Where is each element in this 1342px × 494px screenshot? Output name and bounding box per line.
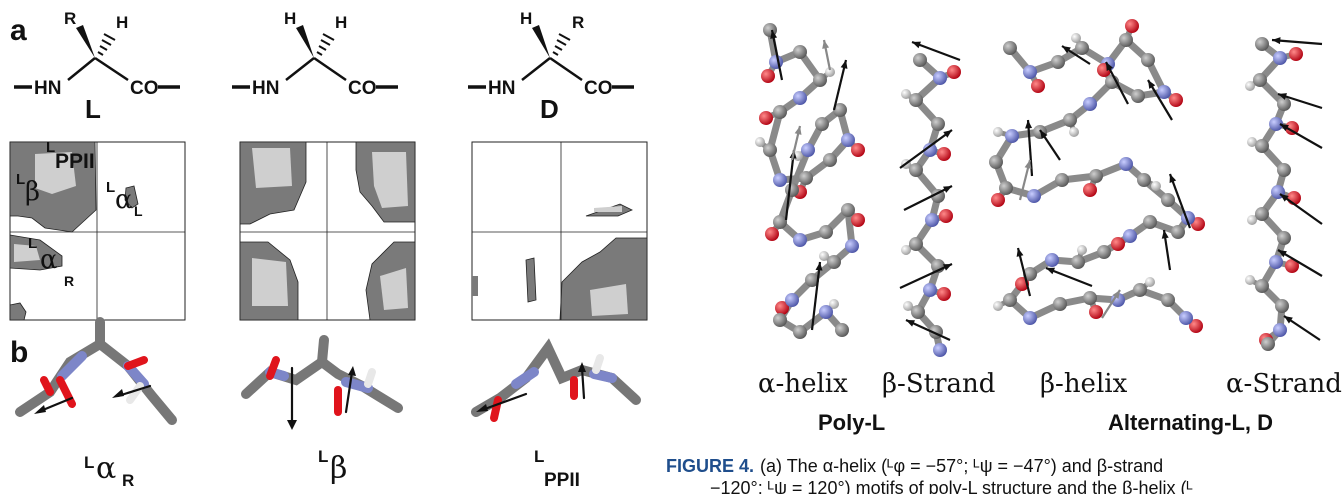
- conformer-beta: [241, 335, 403, 430]
- svg-text:L: L: [46, 139, 55, 156]
- conformer-ppii: [471, 338, 641, 422]
- svg-text:H: H: [335, 13, 347, 32]
- svg-text:H: H: [116, 13, 128, 32]
- svg-text:R: R: [122, 471, 134, 490]
- svg-text:R: R: [572, 13, 584, 32]
- co-label: CO: [130, 78, 159, 99]
- ppii-label: PPII: [55, 150, 95, 173]
- svg-text:CO: CO: [584, 78, 613, 99]
- svg-text:R: R: [64, 9, 76, 28]
- svg-text:L: L: [16, 171, 25, 188]
- ramachandran-map-l: L PPII L β L α L L α R: [9, 139, 186, 321]
- model-labels: α-helix β-Strand β-helix α-Strand Poly-L…: [758, 369, 1342, 435]
- caption-text-line2: −120°; ᴸψ = 120°) motifs of poly-L struc…: [710, 478, 1193, 494]
- structure-d: HN CO H R D: [468, 9, 634, 124]
- panel-b-label: b: [10, 336, 28, 369]
- svg-text:L: L: [28, 235, 37, 252]
- beta-label: β: [25, 177, 40, 207]
- group-poly-l: Poly-L: [818, 410, 885, 435]
- svg-text:L: L: [534, 447, 544, 466]
- svg-text:H: H: [520, 9, 532, 28]
- structure-glycine: HN CO H H: [232, 9, 398, 99]
- svg-text:HN: HN: [252, 78, 279, 99]
- svg-text:D: D: [540, 94, 559, 124]
- column-beta-helix: β-helix: [1040, 369, 1128, 399]
- group-alternating-ld: Alternating-L, D: [1108, 410, 1273, 435]
- svg-text:L: L: [134, 203, 143, 219]
- conformer-alpha-r-label: α: [96, 451, 116, 486]
- caption-text: (a) The α-helix (ᴸφ = −57°; ᴸψ = −47°) a…: [760, 456, 1164, 476]
- structure-l: HN CO R H L: [14, 9, 180, 124]
- ramachandran-map-gly: [239, 141, 416, 321]
- alpha-l-label: α: [115, 185, 133, 215]
- conformer-labels: L α R L β L PPII: [84, 447, 580, 491]
- svg-text:HN: HN: [488, 78, 515, 99]
- nh-label: HN: [34, 78, 61, 99]
- config-label: L: [85, 94, 101, 124]
- molecular-models: [755, 19, 1323, 357]
- column-beta-strand: β-Strand: [882, 369, 995, 399]
- panel-a-label: a: [10, 14, 27, 47]
- ramachandran-map-d: [471, 141, 648, 321]
- caption-label: FIGURE 4.: [666, 456, 755, 476]
- alpha-r-label: α: [40, 245, 58, 275]
- svg-text:L: L: [318, 447, 328, 466]
- figure-caption: FIGURE 4.(a) The α-helix (ᴸφ = −57°; ᴸψ …: [666, 455, 1342, 494]
- conformer-alpha-r: [15, 317, 177, 425]
- svg-text:L: L: [106, 179, 115, 196]
- column-alpha-helix: α-helix: [758, 369, 848, 399]
- conformer-ppii-label: PPII: [544, 470, 580, 491]
- svg-text:L: L: [84, 453, 94, 472]
- svg-text:CO: CO: [348, 78, 377, 99]
- column-alpha-strand: α-Strand: [1226, 369, 1342, 399]
- svg-text:H: H: [284, 9, 296, 28]
- conformer-beta-label: β: [330, 451, 347, 486]
- svg-text:R: R: [64, 273, 74, 289]
